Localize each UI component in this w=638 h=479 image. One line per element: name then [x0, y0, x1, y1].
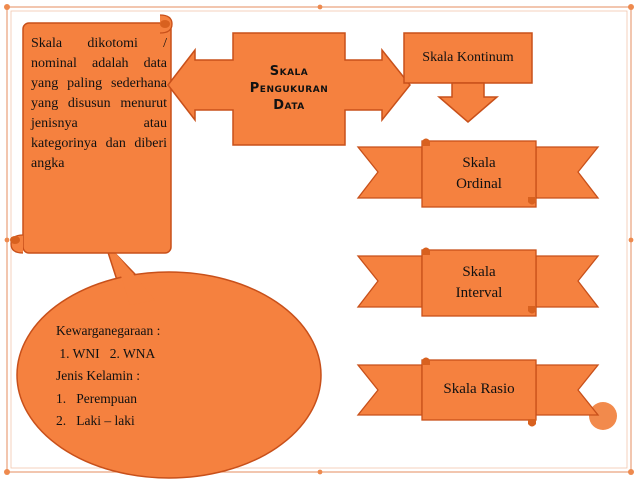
scroll-note-text: Skala dikotomi / nominal adalah data yan… [31, 36, 167, 171]
ribbon-rasio: Skala Rasio [422, 379, 536, 400]
ribbon-interval: Skala Interval [422, 262, 536, 304]
callout-line-4: 1. Perempuan [56, 390, 137, 406]
center-box-label: Skala Pengukuran Data [249, 64, 329, 113]
ribbon-ordinal-line1: Skala [462, 155, 496, 171]
callout-line-5: 2. Laki – laki [56, 413, 135, 428]
kontinum-label: Skala Kontinum [422, 50, 514, 65]
ribbon-rasio-line1: Skala Rasio [443, 381, 515, 397]
ribbon-ordinal-line2: Ordinal [456, 176, 502, 192]
ribbon-rasio-shape [356, 357, 600, 427]
ribbon-ordinal-shape [356, 138, 600, 208]
ribbon-interval-line2: Interval [455, 285, 503, 301]
callout-line-2: 1. WNI 2. WNA [56, 345, 156, 361]
scroll-shape [10, 14, 173, 254]
decor-circle [589, 402, 617, 430]
callout-line-3: Jenis Kelamin : [56, 368, 140, 383]
callout-text: Kewarganegaraan : 1. WNI 2. WNA Jenis Ke… [56, 320, 276, 433]
ribbon-interval-shape [356, 247, 600, 317]
callout-line-1: Kewarganegaraan : [56, 323, 161, 338]
ribbon-interval-line1: Skala [462, 264, 496, 280]
ribbon-ordinal: Skala Ordinal [422, 153, 536, 195]
frame-dots [4, 4, 634, 475]
